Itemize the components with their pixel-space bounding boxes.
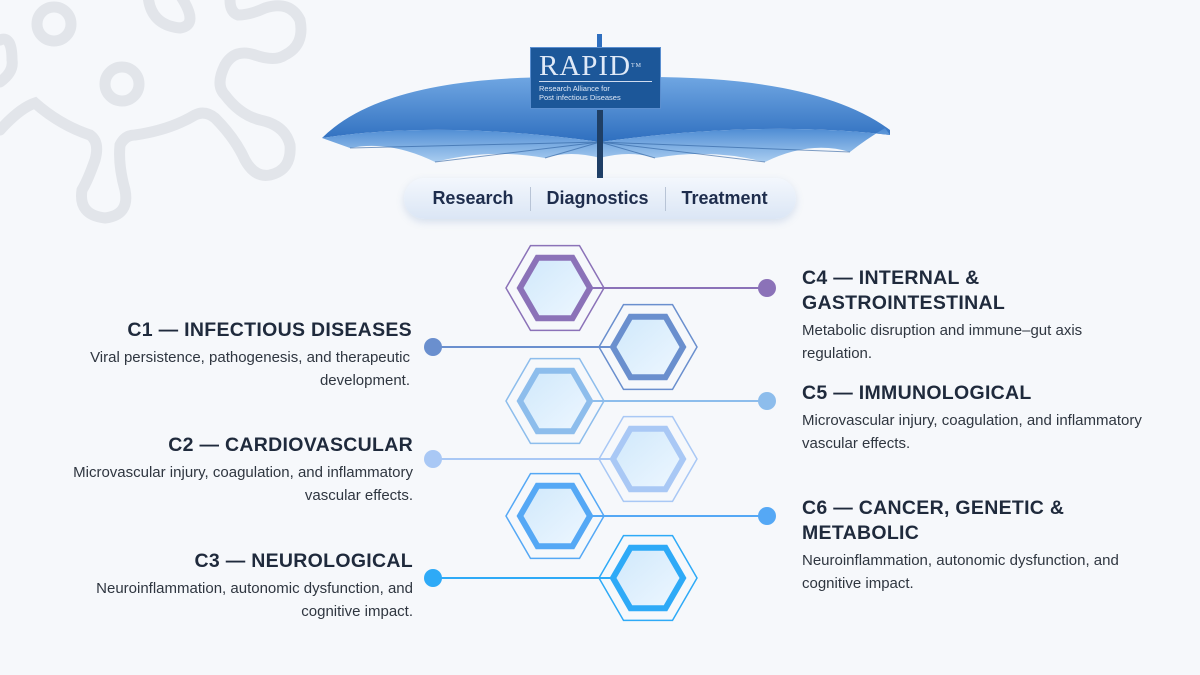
hexagon-inner xyxy=(609,313,687,381)
cluster-title: C1 — INFECTIOUS DISEASES xyxy=(127,319,412,341)
pillar-treatment: Treatment xyxy=(681,188,768,208)
cluster-c5: C5 — IMMUNOLOGICAL Microvascular injury,… xyxy=(802,381,1182,455)
cluster-c1: C1 — INFECTIOUS DISEASES Viral persisten… xyxy=(30,318,412,392)
hexagon-outer xyxy=(598,534,698,622)
cluster-title: C2 — CARDIOVASCULAR xyxy=(168,434,413,456)
hexagon-outer xyxy=(505,244,605,332)
cluster-description: Viral persistence, pathogenesis, and the… xyxy=(90,349,410,389)
logo-name: RAPID xyxy=(539,50,632,82)
cluster-c3: C3 — NEUROLOGICAL Neuroinflammation, aut… xyxy=(33,549,413,623)
cluster-c6: C6 — CANCER, GENETIC & METABOLIC Neuroin… xyxy=(802,496,1119,595)
cluster-description: Neuroinflammation, autonomic dysfunction… xyxy=(96,580,413,620)
cluster-c4: C4 — INTERNAL & GASTROINTESTINAL Metabol… xyxy=(802,266,1082,365)
pillar-research: Research xyxy=(432,188,514,208)
logo-trademark: TM xyxy=(631,63,643,69)
cluster-dot-c3 xyxy=(424,569,442,587)
cluster-dot-c4 xyxy=(758,279,776,297)
cluster-dot-c5 xyxy=(758,392,776,410)
divider xyxy=(664,186,666,211)
hexagon-inner xyxy=(516,254,594,322)
cluster-title: C5 — IMMUNOLOGICAL xyxy=(802,382,1032,404)
hexagon-inner xyxy=(609,544,687,612)
hexagon-outer xyxy=(505,472,605,560)
hexagon-outer xyxy=(598,415,698,503)
cluster-dot-c2 xyxy=(424,450,442,468)
virus-decoration-icon xyxy=(0,0,307,224)
cluster-description: Metabolic disruption and immune–gut axis… xyxy=(802,322,1083,362)
cluster-dot-c6 xyxy=(758,507,776,525)
umbrella-illustration xyxy=(322,34,890,178)
cluster-description: Microvascular injury, coagulation, and i… xyxy=(73,464,413,504)
hexagon-outer xyxy=(505,357,605,445)
logo-subtitle-1: Research Alliance for xyxy=(539,84,610,93)
divider xyxy=(529,186,531,211)
pillars-bar: Research Diagnostics Treatment xyxy=(404,178,796,219)
cluster-dot-c1 xyxy=(424,338,442,356)
cluster-description: Microvascular injury, coagulation, and i… xyxy=(802,412,1142,452)
cluster-description: Neuroinflammation, autonomic dysfunction… xyxy=(802,552,1119,592)
hexagon-inner xyxy=(609,425,687,493)
cluster-title: C6 — CANCER, GENETIC & METABOLIC xyxy=(802,497,1065,544)
pillar-diagnostics: Diagnostics xyxy=(546,188,649,208)
cluster-title: C4 — INTERNAL & GASTROINTESTINAL xyxy=(802,267,1006,314)
logo-subtitle-2: Post infectious Diseases xyxy=(539,93,621,102)
cluster-title: C3 — NEUROLOGICAL xyxy=(194,550,413,572)
hexagon-outer xyxy=(598,303,698,391)
hexagon-inner xyxy=(516,482,594,550)
hexagon-inner xyxy=(516,367,594,435)
cluster-c2: C2 — CARDIOVASCULAR Microvascular injury… xyxy=(33,433,413,507)
